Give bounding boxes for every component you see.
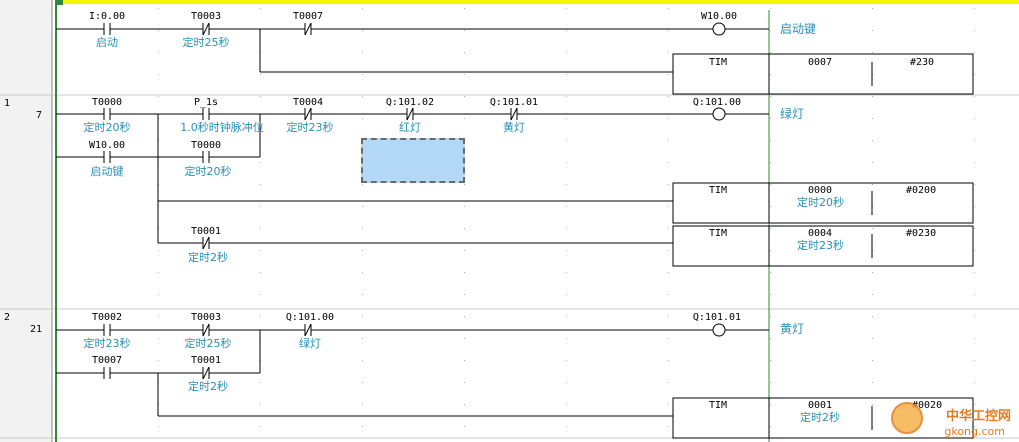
coil-address[interactable]: W10.00 <box>700 11 738 22</box>
contact-address[interactable]: T0001 <box>190 355 222 366</box>
timer-instruction[interactable]: TIM <box>709 57 728 68</box>
watermark-url: gkong.com <box>944 425 1005 438</box>
contact-address[interactable]: T0000 <box>91 97 123 108</box>
contact-comment: 定时2秒 <box>188 380 228 393</box>
timer-instruction[interactable]: TIM <box>709 185 728 196</box>
timer-instruction[interactable]: TIM <box>709 228 728 239</box>
contact-comment: 定时25秒 <box>184 337 232 350</box>
selection-cursor[interactable] <box>361 138 465 183</box>
contact-comment: 1.0秒时钟脉冲位 <box>180 121 264 134</box>
contact-comment: 定时23秒 <box>286 121 334 134</box>
contact-address[interactable]: Q:101.01 <box>489 97 539 108</box>
contact-comment: 绿灯 <box>299 337 321 350</box>
coil-address[interactable]: Q:101.00 <box>692 97 742 108</box>
contact-address[interactable]: T0000 <box>190 140 222 151</box>
timer-setpoint[interactable]: #0200 <box>906 185 937 196</box>
contact-address[interactable]: T0004 <box>292 97 324 108</box>
timer-comment: 定时2秒 <box>800 411 840 424</box>
contact-address[interactable]: Q:101.02 <box>385 97 435 108</box>
contact-address[interactable]: P_1s <box>193 97 219 108</box>
coil-address[interactable]: Q:101.01 <box>692 312 742 323</box>
contact-comment: 启动 <box>96 36 118 49</box>
timer-number[interactable]: 0000 <box>808 185 833 196</box>
timer-instruction[interactable]: TIM <box>709 400 728 411</box>
timer-setpoint[interactable]: #0230 <box>906 228 937 239</box>
coil-comment: 绿灯 <box>780 107 805 121</box>
rung-number: 2 <box>4 312 11 323</box>
contact-comment: 黄灯 <box>503 121 525 134</box>
rung-number: 1 <box>4 98 11 109</box>
timer-number[interactable]: 0004 <box>808 228 833 239</box>
timer-number[interactable]: 0001 <box>808 400 833 411</box>
contact-comment: 定时25秒 <box>182 36 230 49</box>
contact-address[interactable]: W10.00 <box>88 140 126 151</box>
contact-comment: 启动键 <box>90 165 124 178</box>
contact-comment: 红灯 <box>399 121 421 134</box>
contact-comment: 定时2秒 <box>188 251 228 264</box>
watermark-title: 中华工控网 <box>945 409 1011 424</box>
timer-setpoint[interactable]: #230 <box>910 57 935 68</box>
contact-address[interactable]: T0003 <box>190 312 222 323</box>
timer-comment: 定时23秒 <box>797 239 844 252</box>
contact-address[interactable]: T0002 <box>91 312 123 323</box>
coil-comment: 启动键 <box>780 22 817 36</box>
timer-setpoint[interactable]: #0020 <box>912 400 943 411</box>
contact-comment: 定时20秒 <box>184 165 232 178</box>
contact-address[interactable]: T0007 <box>292 11 324 22</box>
timer-comment: 定时20秒 <box>797 196 844 209</box>
contact-comment: 定时20秒 <box>83 121 131 134</box>
rung-step: 7 <box>36 110 43 121</box>
contact-address[interactable]: T0003 <box>190 11 222 22</box>
timer-number[interactable]: 0007 <box>808 57 833 68</box>
rung-step: 21 <box>30 324 43 335</box>
contact-address[interactable]: T0007 <box>91 355 123 366</box>
gear-logo-icon <box>891 402 923 434</box>
contact-address[interactable]: Q:101.00 <box>285 312 335 323</box>
coil-comment: 黄灯 <box>780 322 805 336</box>
contact-address[interactable]: T0001 <box>190 226 222 237</box>
contact-comment: 定时23秒 <box>83 337 131 350</box>
contact-address[interactable]: I:0.00 <box>88 11 126 22</box>
